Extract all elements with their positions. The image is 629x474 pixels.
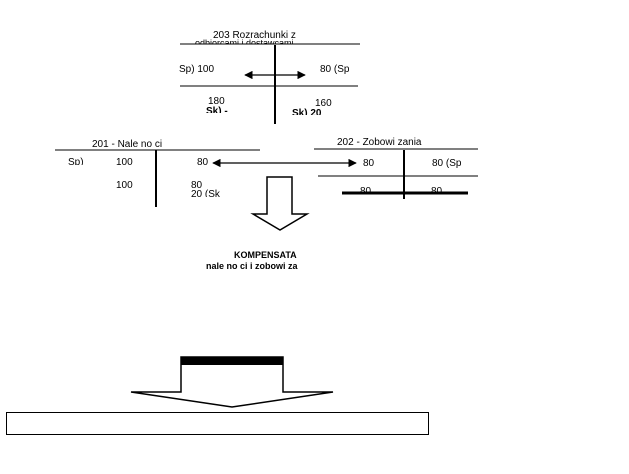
t203-credit-balance: Sk) 20 xyxy=(292,108,322,115)
t201-credit-entry: 80 xyxy=(197,157,209,168)
t201-title: 201 - Nale no ci xyxy=(92,139,163,150)
t203-title: 203 Rozrachunki z xyxy=(213,30,296,41)
t202-debit-entry: 80 xyxy=(363,158,375,169)
compensation-title: KOMPENSATA xyxy=(234,250,297,260)
t202-credit-open: 80 (Sp xyxy=(432,158,462,169)
t201-debit-total: 100 xyxy=(116,180,133,191)
t201-credit-total: 80 xyxy=(191,180,203,191)
t201-sp-label: Sp) xyxy=(68,157,84,165)
t201-debit-open: 100 xyxy=(116,157,133,168)
t203-credit-total: 160 xyxy=(315,98,332,109)
compensation-subtitle: nale no ci i zobowi za xyxy=(206,261,298,271)
t203-debit-open: Sp) 100 xyxy=(179,64,215,75)
t202-credit-total: 80 xyxy=(431,186,443,193)
t202-title: 202 - Zobowi zania xyxy=(337,137,422,148)
t203-debit-total: 180 xyxy=(208,96,225,107)
t203-subtitle: odbiorcami i dostawcami xyxy=(195,39,294,44)
down-arrow-large-cap xyxy=(181,357,283,365)
result-box xyxy=(6,412,429,435)
t202-debit-total: 80 xyxy=(360,186,372,193)
t203-credit-open: 80 (Sp xyxy=(320,64,350,75)
down-arrow-outline xyxy=(250,176,310,231)
t201-credit-balance: 20 (Sk xyxy=(191,189,220,197)
t203-debit-balance: Sk) - xyxy=(206,106,228,113)
